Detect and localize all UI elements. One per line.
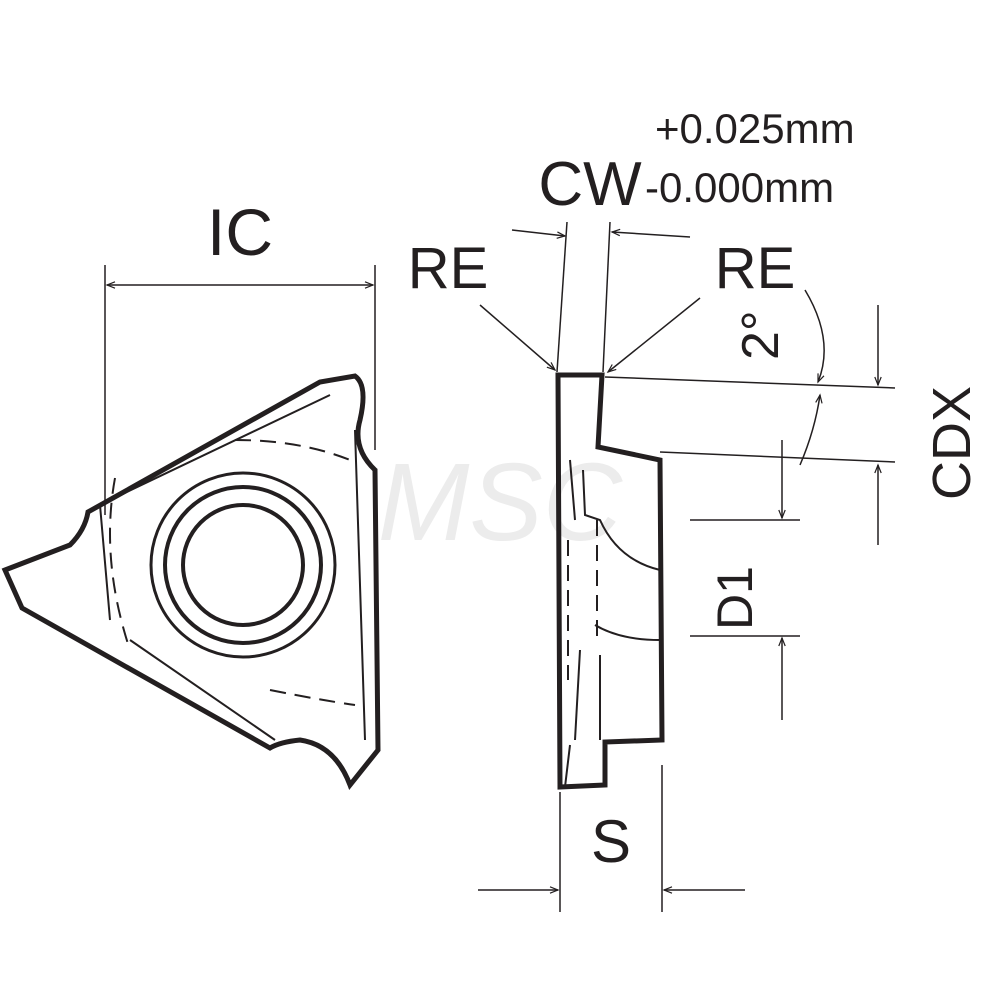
clamp-hole-inner bbox=[181, 503, 305, 627]
insert-side-view bbox=[555, 372, 665, 790]
tolerance-plus: +0.025mm bbox=[655, 105, 855, 152]
s-label: S bbox=[591, 808, 631, 875]
s-dimension bbox=[478, 765, 745, 912]
d1-label: D1 bbox=[707, 566, 763, 630]
d1-dimension bbox=[690, 440, 800, 720]
inner-edge bbox=[99, 394, 366, 741]
side-outline bbox=[555, 372, 665, 790]
ic-label: IC bbox=[207, 195, 273, 269]
cdx-label: CDX bbox=[922, 386, 982, 500]
clamp-hole-outer bbox=[149, 471, 337, 659]
insert-top-view bbox=[1, 373, 381, 790]
cdx-dimension bbox=[604, 305, 896, 545]
cw-dimension bbox=[479, 221, 701, 374]
clamp-hole-mid bbox=[163, 485, 323, 645]
chipbreaker-dashed bbox=[109, 439, 356, 706]
insert-outline bbox=[1, 373, 381, 790]
re-left-label: RE bbox=[408, 236, 489, 301]
tolerance-minus: -0.000mm bbox=[645, 164, 834, 211]
ic-dimension bbox=[104, 265, 376, 515]
angle-label: 2° bbox=[732, 310, 790, 360]
cw-label: CW bbox=[538, 150, 642, 219]
watermark: MSC bbox=[378, 441, 624, 564]
angle-dimension bbox=[799, 289, 825, 466]
re-right-label: RE bbox=[715, 236, 796, 301]
